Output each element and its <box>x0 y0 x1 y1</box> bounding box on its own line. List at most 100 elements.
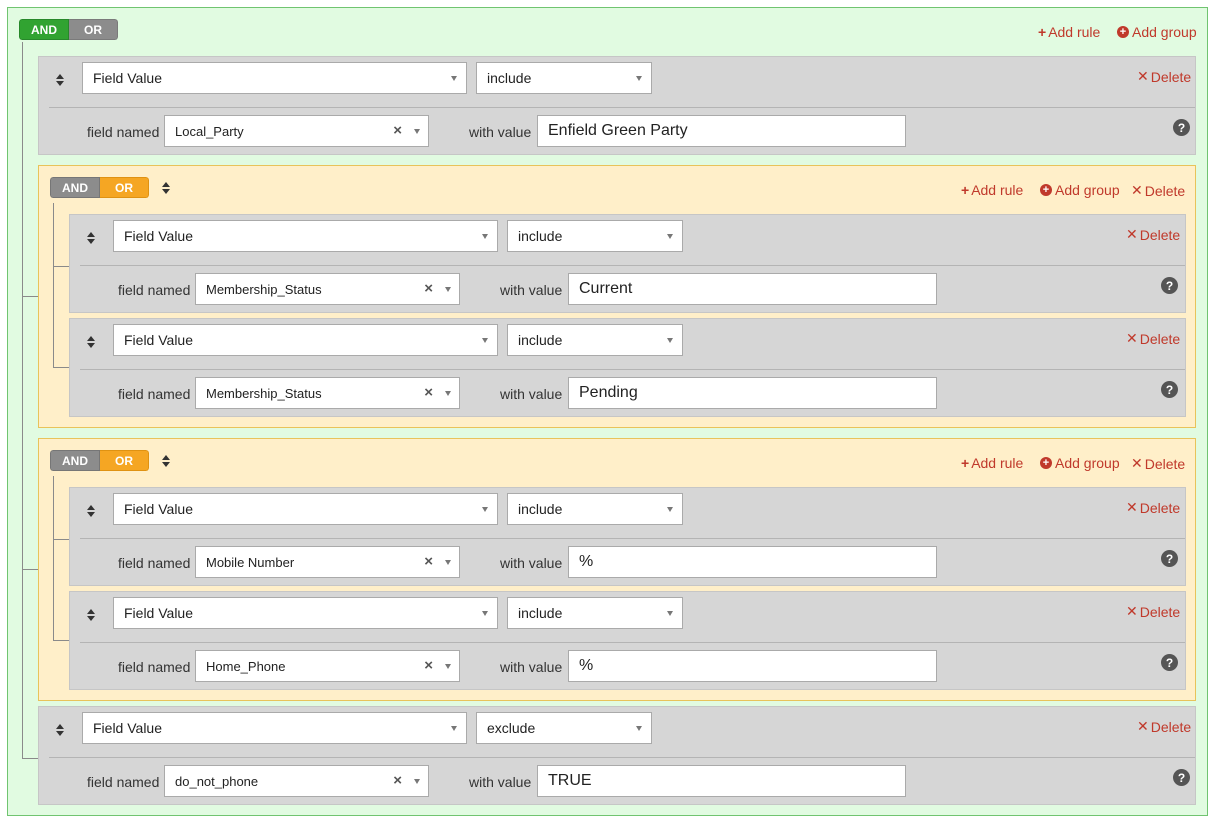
add-rule-button[interactable]: +Add rule <box>961 182 1023 198</box>
field-select[interactable]: Field Value <box>113 493 498 525</box>
add-rule-button[interactable]: +Add rule <box>961 455 1023 471</box>
times-icon: ✕ <box>1137 68 1149 84</box>
chevron-down-icon <box>482 338 488 343</box>
question-circle-icon[interactable]: ? <box>1161 550 1178 567</box>
delete-rule-button[interactable]: ✕Delete <box>1137 68 1191 85</box>
chevron-down-icon <box>667 234 673 239</box>
question-circle-icon[interactable]: ? <box>1173 769 1190 786</box>
or-button[interactable]: OR <box>69 19 118 40</box>
or-button[interactable]: OR <box>100 177 149 198</box>
delete-rule-button[interactable]: ✕Delete <box>1126 330 1180 347</box>
tree-line <box>53 203 54 367</box>
group-and-or-toggle: AND OR <box>50 450 149 471</box>
question-circle-icon[interactable]: ? <box>1161 654 1178 671</box>
plus-circle-icon: + <box>1040 457 1052 469</box>
tree-branch <box>22 296 38 297</box>
field-select[interactable]: Field Value <box>113 324 498 356</box>
value-input[interactable]: % <box>568 650 937 682</box>
and-button[interactable]: AND <box>50 450 100 471</box>
times-icon: ✕ <box>1137 718 1149 734</box>
tree-branch <box>53 640 69 641</box>
question-circle-icon[interactable]: ? <box>1173 119 1190 136</box>
delete-group-button[interactable]: ✕Delete <box>1131 182 1185 199</box>
sort-icon[interactable] <box>55 723 65 737</box>
plus-icon: + <box>961 455 970 471</box>
sort-icon[interactable] <box>86 504 96 518</box>
times-icon: ✕ <box>1131 455 1143 471</box>
sort-icon[interactable] <box>86 608 96 622</box>
chevron-down-icon <box>636 76 642 81</box>
and-button[interactable]: AND <box>19 19 69 40</box>
rule: Field Value include ✕Delete field named … <box>38 56 1196 155</box>
field-name-combobox[interactable]: Local_Party× <box>164 115 429 147</box>
delete-label: Delete <box>1150 68 1192 85</box>
tree-branch <box>22 569 38 570</box>
sort-icon[interactable] <box>86 335 96 349</box>
chevron-down-icon <box>636 726 642 731</box>
delete-label: Delete <box>1139 499 1181 516</box>
field-name-combobox[interactable]: Home_Phone× <box>195 650 460 682</box>
field-named-label: field named <box>118 555 191 571</box>
chevron-down-icon <box>445 287 451 292</box>
field-select[interactable]: Field Value <box>82 712 467 744</box>
tree-line <box>53 476 54 640</box>
delete-label: Delete <box>1144 455 1186 472</box>
sort-icon[interactable] <box>161 454 171 468</box>
question-circle-icon[interactable]: ? <box>1161 381 1178 398</box>
value-input[interactable]: Pending <box>568 377 937 409</box>
clear-icon[interactable]: × <box>424 657 433 674</box>
sort-icon[interactable] <box>161 181 171 195</box>
field-name-combobox[interactable]: do_not_phone× <box>164 765 429 797</box>
sort-icon[interactable] <box>55 73 65 87</box>
times-icon: ✕ <box>1126 330 1138 346</box>
value-input[interactable]: TRUE <box>537 765 906 797</box>
value-input[interactable]: Current <box>568 273 937 305</box>
operator-select[interactable]: include <box>507 493 683 525</box>
chevron-down-icon <box>482 507 488 512</box>
clear-icon[interactable]: × <box>393 772 402 789</box>
chevron-down-icon <box>414 779 420 784</box>
or-button[interactable]: OR <box>100 450 149 471</box>
delete-label: Delete <box>1139 603 1181 620</box>
delete-rule-button[interactable]: ✕Delete <box>1126 603 1180 620</box>
add-group-button[interactable]: +Add group <box>1040 182 1120 198</box>
operator-select[interactable]: include <box>507 324 683 356</box>
field-name-combobox[interactable]: Membership_Status× <box>195 377 460 409</box>
operator-select[interactable]: include <box>476 62 652 94</box>
clear-icon[interactable]: × <box>393 122 402 139</box>
add-group-button[interactable]: +Add group <box>1117 24 1197 40</box>
operator-select[interactable]: exclude <box>476 712 652 744</box>
question-circle-icon[interactable]: ? <box>1161 277 1178 294</box>
value-input[interactable]: Enfield Green Party <box>537 115 906 147</box>
field-select[interactable]: Field Value <box>113 220 498 252</box>
clear-icon[interactable]: × <box>424 280 433 297</box>
delete-rule-button[interactable]: ✕Delete <box>1137 718 1191 735</box>
times-icon: ✕ <box>1126 499 1138 515</box>
field-name-combobox[interactable]: Membership_Status× <box>195 273 460 305</box>
operator-select[interactable]: include <box>507 220 683 252</box>
and-button[interactable]: AND <box>50 177 100 198</box>
with-value-label: with value <box>500 386 563 402</box>
query-group: AND OR +Add rule +Add group ✕Delete Fiel… <box>38 165 1196 428</box>
with-value-label: with value <box>500 659 563 675</box>
times-icon: ✕ <box>1126 226 1138 242</box>
delete-group-button[interactable]: ✕Delete <box>1131 455 1185 472</box>
value-input[interactable]: % <box>568 546 937 578</box>
field-select[interactable]: Field Value <box>113 597 498 629</box>
field-select[interactable]: Field Value <box>82 62 467 94</box>
field-named-label: field named <box>118 282 191 298</box>
plus-circle-icon: + <box>1117 26 1129 38</box>
add-group-button[interactable]: +Add group <box>1040 455 1120 471</box>
sort-icon[interactable] <box>86 231 96 245</box>
delete-rule-button[interactable]: ✕Delete <box>1126 226 1180 243</box>
delete-label: Delete <box>1144 182 1186 199</box>
add-rule-button[interactable]: +Add rule <box>1038 24 1100 40</box>
clear-icon[interactable]: × <box>424 384 433 401</box>
times-icon: ✕ <box>1131 182 1143 198</box>
field-name-combobox[interactable]: Mobile Number× <box>195 546 460 578</box>
operator-select[interactable]: include <box>507 597 683 629</box>
tree-branch <box>53 367 69 368</box>
tree-branch <box>53 266 69 267</box>
clear-icon[interactable]: × <box>424 553 433 570</box>
delete-rule-button[interactable]: ✕Delete <box>1126 499 1180 516</box>
